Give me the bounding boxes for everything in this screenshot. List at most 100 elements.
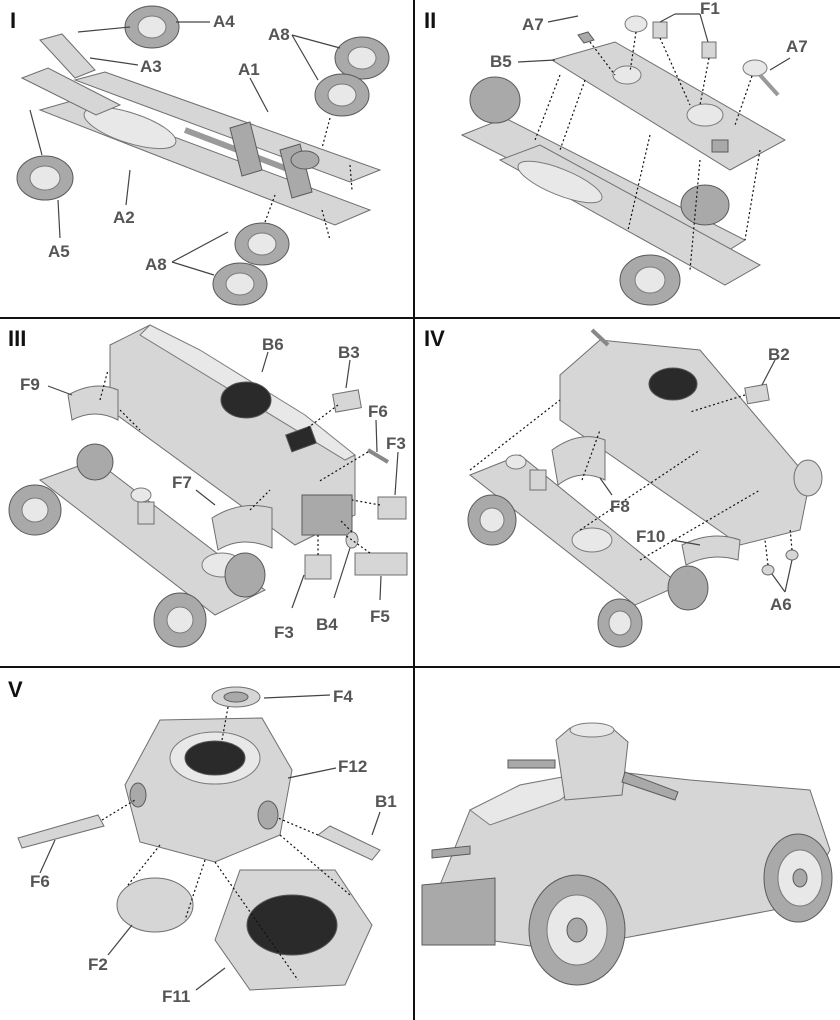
hatch-b3: [332, 389, 362, 413]
leader-f7: [195, 489, 216, 506]
step-4-panel: IV: [424, 326, 823, 648]
guide-seat-2: [699, 57, 710, 106]
label-a7-right: A7: [786, 37, 808, 56]
leader-b3: [345, 359, 351, 389]
leader-b6: [261, 351, 269, 373]
wheel-ii-rear-2: [619, 254, 681, 306]
wheel-iv-front: [467, 494, 517, 546]
chassis-iii-floor: [38, 459, 266, 616]
steering-wheel-rim: [624, 15, 648, 33]
part-f3-bottom: [304, 554, 332, 580]
wheel-a8-3-hub: [247, 232, 277, 256]
label-f3-bottom: F3: [274, 623, 294, 642]
leader-b1: [371, 811, 381, 836]
box-f5: [354, 552, 408, 576]
seat-f1-1: [652, 21, 668, 39]
guide-f11-1: [214, 861, 299, 981]
wheel-iii-rear: [153, 592, 207, 648]
label-a2: A2: [113, 208, 135, 227]
label-f11: F11: [162, 987, 190, 1006]
chassis-tank: [517, 160, 603, 204]
wheel-a4: [124, 5, 180, 49]
guide-floor-4: [689, 159, 701, 271]
leader-a7-left: [547, 15, 579, 23]
label-f10: F10: [636, 527, 665, 546]
ring-f11: [214, 869, 373, 991]
wheel-a8-top-1: [334, 36, 390, 80]
wheel-iii-front-2: [76, 443, 114, 481]
step-5-leaders: [39, 694, 381, 991]
finished-model-panel: [421, 722, 833, 986]
wheel-ii-front: [469, 76, 521, 124]
leader-f12: [287, 767, 337, 779]
armored-car-illustration: [421, 722, 831, 951]
wheel-a5-hub: [29, 165, 61, 191]
hull-hatch-opening: [285, 425, 317, 453]
guide-b2: [689, 394, 746, 413]
guide-a4: [77, 26, 131, 33]
leader-f2: [107, 924, 133, 956]
guide-floor-3: [627, 134, 651, 231]
plate-f2-disc: [116, 877, 194, 933]
hull-turret-opening: [220, 381, 272, 419]
label-a8-bottom: A8: [145, 255, 167, 274]
hatch-b2: [744, 383, 770, 405]
label-f9: F9: [20, 375, 40, 394]
wheel-ii-rear-1: [680, 184, 730, 226]
leader-f1-1: [659, 13, 676, 23]
leader-f6: [39, 839, 56, 874]
step-3-number: III: [8, 326, 26, 351]
label-a4: A4: [213, 12, 235, 31]
step-5-number: V: [8, 677, 23, 702]
leader-f8: [599, 477, 613, 496]
gun-b1-barrel: [317, 825, 381, 861]
label-f2: F2: [88, 955, 108, 974]
leader-b2: [761, 359, 776, 386]
gun-f6-iii: [366, 448, 390, 464]
chassis-iv: [469, 454, 681, 606]
guide-iv-rear: [639, 489, 761, 561]
wheel-iv-rear-1-hub: [608, 610, 632, 636]
step-4-guides: [469, 394, 793, 566]
guide-rear-bracket-2: [321, 209, 331, 241]
leader-a8-top-2: [291, 34, 319, 81]
chassis-iv-steering-wheel: [505, 454, 527, 470]
wheel-iii-front-1: [8, 484, 62, 536]
car-turret-hatch: [569, 722, 615, 738]
guide-iv-front: [469, 399, 561, 471]
label-b1: B1: [375, 792, 397, 811]
fender-f10: [681, 535, 741, 566]
step-2-panel: II: [424, 0, 808, 306]
step-1-leaders: [57, 21, 341, 276]
label-f5: F5: [370, 607, 390, 626]
label-a8-top: A8: [268, 25, 290, 44]
guide-floor-5: [744, 149, 761, 241]
car-wheel-front-hub: [566, 917, 588, 943]
step-5-panel: V: [8, 677, 397, 1006]
leader-f6: [375, 419, 378, 453]
label-f12: F12: [338, 757, 367, 776]
label-b3: B3: [338, 343, 360, 362]
cross-member-2: [279, 143, 313, 199]
leader-f3-right: [394, 451, 399, 496]
wheel-iv-front-hub: [479, 507, 505, 533]
leader-a1: [249, 77, 269, 113]
fender-f9: [67, 385, 119, 421]
turret-top-opening: [184, 740, 246, 776]
wheel-iv-rear-2-tire: [667, 565, 709, 611]
part-a7-right: [742, 59, 780, 97]
hatch-f4: [211, 686, 261, 708]
box-f3-right: [377, 496, 407, 520]
part-b2: [744, 383, 770, 405]
leader-a8-bottom-1: [171, 231, 229, 263]
car-wheel-rear-hub: [792, 868, 808, 888]
part-a6: [761, 549, 799, 576]
step-2-guides: [534, 31, 761, 271]
hook-a6-2: [785, 549, 799, 561]
leader-f11: [195, 967, 226, 991]
guide-f9-2: [119, 409, 141, 431]
leader-f3-bottom: [291, 574, 305, 609]
label-f4: F4: [333, 687, 353, 706]
